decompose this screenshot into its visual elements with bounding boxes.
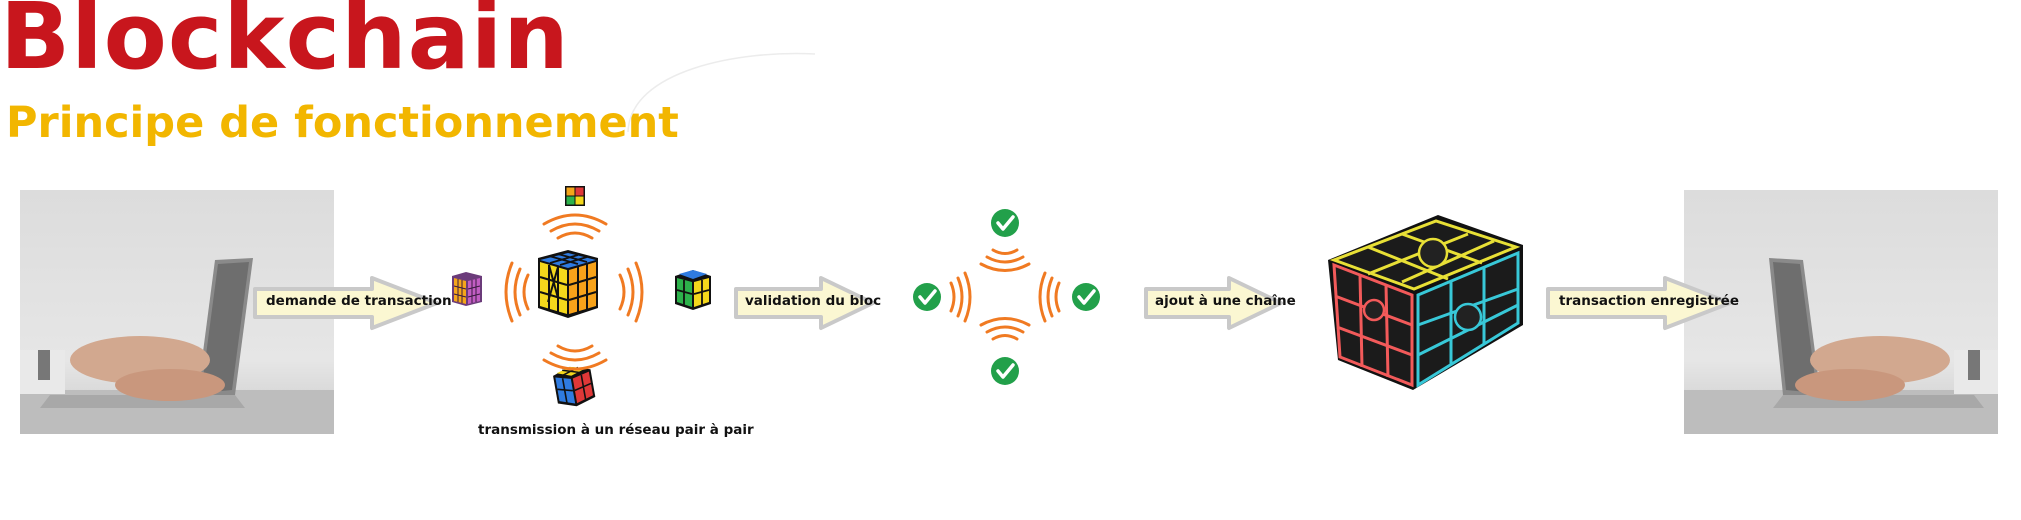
chain-cube-icon: [1328, 215, 1523, 390]
wifi-waves-icon: [504, 213, 644, 371]
page-title: Blockchain: [0, 0, 570, 90]
check-circle-icon: [991, 209, 1019, 237]
central-cube-icon: [537, 249, 599, 319]
right-arrow-icon: [734, 276, 875, 330]
page-subtitle: Principe de fonctionnement: [6, 98, 679, 148]
p2p-network: [452, 186, 711, 407]
arrow-chain: ajout à une chaîne: [1143, 275, 1296, 335]
check-circle-icon: [913, 283, 941, 311]
right-arrow-icon: [253, 276, 439, 330]
laptop-photo-right: [1684, 190, 1998, 434]
small-cube-right-icon: [675, 270, 711, 310]
wifi-waves-icon: [949, 248, 1061, 341]
decorative-arc: [627, 52, 816, 133]
arrow-request-label: demande de transaction: [266, 293, 452, 309]
right-arrow-icon: [1546, 276, 1732, 330]
check-circle-icon: [1072, 283, 1100, 311]
right-arrow-icon: [1144, 276, 1283, 330]
small-cube-bottom-icon: [553, 366, 596, 407]
validation-network: [913, 209, 1100, 385]
arrow-request: demande de transaction: [252, 275, 452, 335]
arrow-chain-label: ajout à une chaîne: [1155, 293, 1296, 309]
check-circle-icon: [991, 357, 1019, 385]
arrow-validation-label: validation du bloc: [745, 293, 882, 309]
laptop-user-icon: [1684, 258, 1998, 434]
broadcast-caption: transmission à un réseau pair à pair: [478, 422, 754, 438]
laptop-user-icon: [20, 258, 334, 434]
arrow-recorded-label: transaction enregistrée: [1559, 293, 1739, 309]
arrow-validation: validation du bloc: [733, 275, 882, 335]
small-cube-top-icon: [565, 186, 585, 206]
arrow-recorded: transaction enregistrée: [1545, 275, 1739, 335]
small-cube-left-icon: [452, 272, 482, 306]
